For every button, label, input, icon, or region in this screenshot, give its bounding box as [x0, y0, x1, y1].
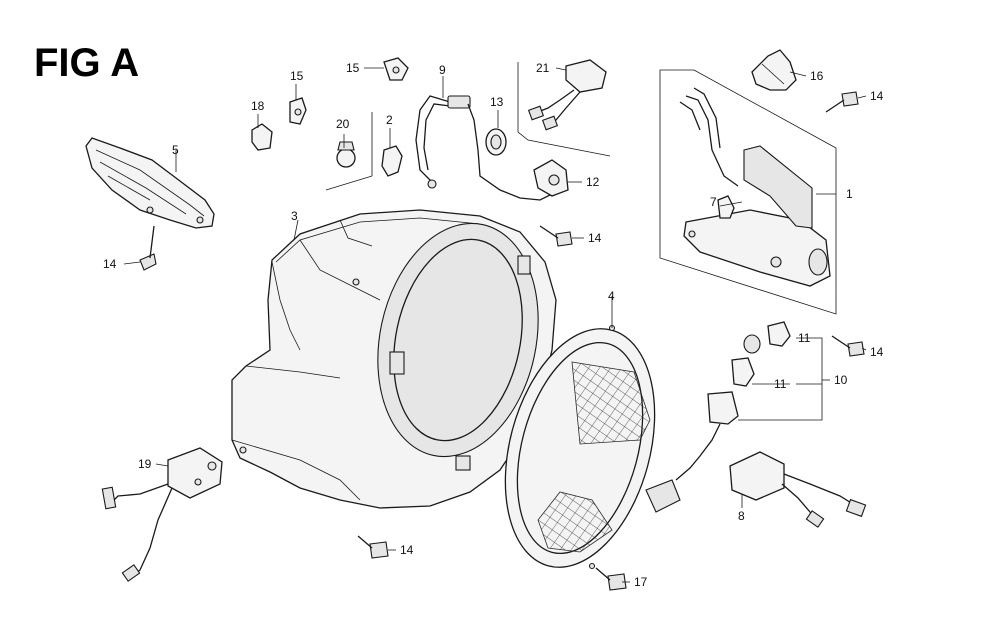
callout-14-top-right: 14 — [870, 89, 884, 103]
callout-8: 8 — [738, 509, 745, 523]
callout-20: 20 — [336, 117, 350, 131]
callout-15-left: 15 — [290, 69, 304, 83]
callout-14-bottom: 14 — [400, 543, 414, 557]
bolt-14-bottom — [357, 535, 389, 559]
part-21-switch — [527, 59, 607, 131]
part-15-clip-a — [289, 97, 307, 125]
callout-14-right: 14 — [870, 345, 884, 359]
part-18-clip — [251, 123, 273, 151]
callout-21: 21 — [536, 61, 550, 75]
bracket-line-21 — [517, 62, 611, 157]
callout-18: 18 — [251, 99, 265, 113]
callout-12: 12 — [586, 175, 600, 189]
bracket-line-20 — [325, 175, 373, 191]
part-12-switch-cap — [533, 159, 569, 197]
callout-13: 13 — [490, 95, 504, 109]
callout-11-upper: 11 — [798, 331, 811, 345]
callout-19: 19 — [138, 457, 152, 471]
callout-9: 9 — [439, 63, 446, 77]
callout-17: 17 — [634, 575, 648, 589]
part-5-side-cover — [85, 137, 215, 229]
part-7-clip — [717, 195, 735, 219]
callout-4: 4 — [608, 289, 615, 303]
part-4-fan-screen — [504, 324, 656, 570]
callout-16: 16 — [810, 69, 824, 83]
callout-1: 1 — [846, 187, 853, 201]
callout-7: 7 — [710, 195, 717, 209]
bolt-14-top-right — [825, 91, 859, 113]
bolt-14-right — [831, 335, 865, 357]
part-1-control-bracket — [659, 69, 837, 315]
part-20-knob — [336, 141, 356, 168]
bolt-14-left — [139, 225, 157, 271]
part-3-fan-shroud — [231, 209, 557, 509]
callout-11-lower: 11 — [774, 377, 787, 391]
figure-title: FIG A — [34, 41, 139, 85]
callout-5: 5 — [172, 143, 179, 157]
callout-10: 10 — [834, 373, 848, 387]
part-10-switch-assembly — [645, 321, 791, 513]
part-9-wire-harness — [415, 95, 553, 201]
callout-3: 3 — [291, 209, 298, 223]
callout-15-right: 15 — [346, 61, 360, 75]
callout-14-center: 14 — [588, 231, 602, 245]
part-2-clip — [381, 145, 403, 177]
bolt-17 — [595, 567, 627, 591]
part-15-clip-b — [383, 57, 409, 81]
part-19-connector — [101, 447, 223, 582]
callout-labels: 1 2 3 4 5 7 8 9 10 11 11 12 13 14 14 14 … — [103, 61, 884, 589]
part-13-grommet — [485, 128, 507, 156]
part-8-ignition-module — [729, 451, 867, 528]
callout-2: 2 — [386, 113, 393, 127]
callout-14-left: 14 — [103, 257, 117, 271]
bolt-14-center — [539, 225, 573, 247]
leader-lines — [123, 67, 867, 583]
part-16-clamp — [751, 49, 797, 91]
